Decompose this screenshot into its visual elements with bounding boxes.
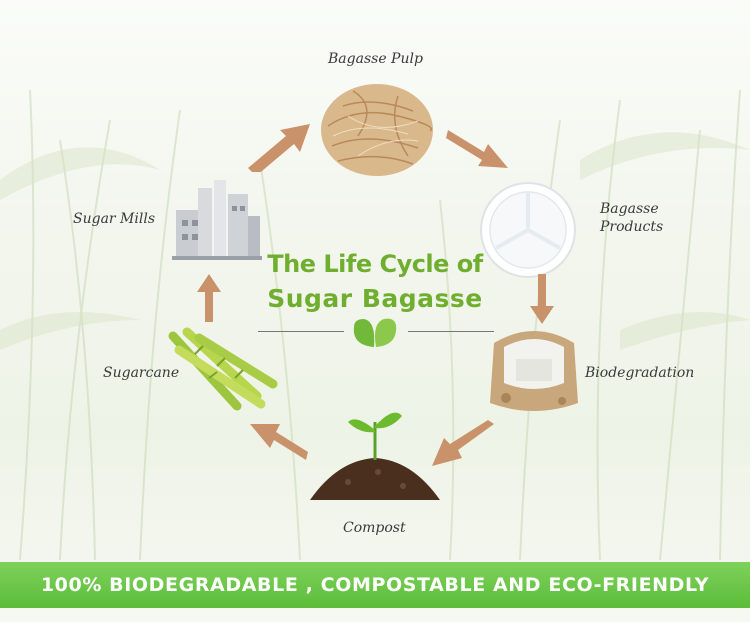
arrow-icon [430, 420, 498, 470]
diagram-title-line-1: The Life Cycle of [250, 250, 500, 278]
arrow-icon [195, 274, 223, 322]
label-sugarcane: Sugarcane [103, 364, 179, 382]
sugar-mill-image [172, 176, 262, 260]
bagasse-pulp-image [318, 76, 436, 180]
arrow-icon [248, 420, 308, 466]
compost-seedling-image [308, 400, 442, 504]
arrow-icon [244, 118, 314, 172]
arrow-icon [446, 122, 512, 172]
sugarcane-image [165, 326, 285, 414]
diagram-title-line-2: Sugar Bagasse [250, 284, 500, 313]
label-compost: Compost [343, 519, 406, 537]
label-biodegradation: Biodegradation [585, 364, 694, 382]
title-divider-left [258, 331, 344, 332]
label-sugar-mills: Sugar Mills [73, 210, 155, 228]
arrow-icon [528, 274, 556, 324]
eco-banner: 100% BIODEGRADABLE , COMPOSTABLE AND ECO… [0, 562, 750, 608]
leaf-icon [350, 315, 400, 349]
title-divider-right [408, 331, 494, 332]
label-bagasse-pulp: Bagasse Pulp [328, 50, 423, 68]
biodegradation-image [486, 323, 582, 415]
label-bagasse-products: Bagasse Products [600, 200, 670, 236]
banner-text: 100% BIODEGRADABLE , COMPOSTABLE AND ECO… [0, 574, 750, 596]
